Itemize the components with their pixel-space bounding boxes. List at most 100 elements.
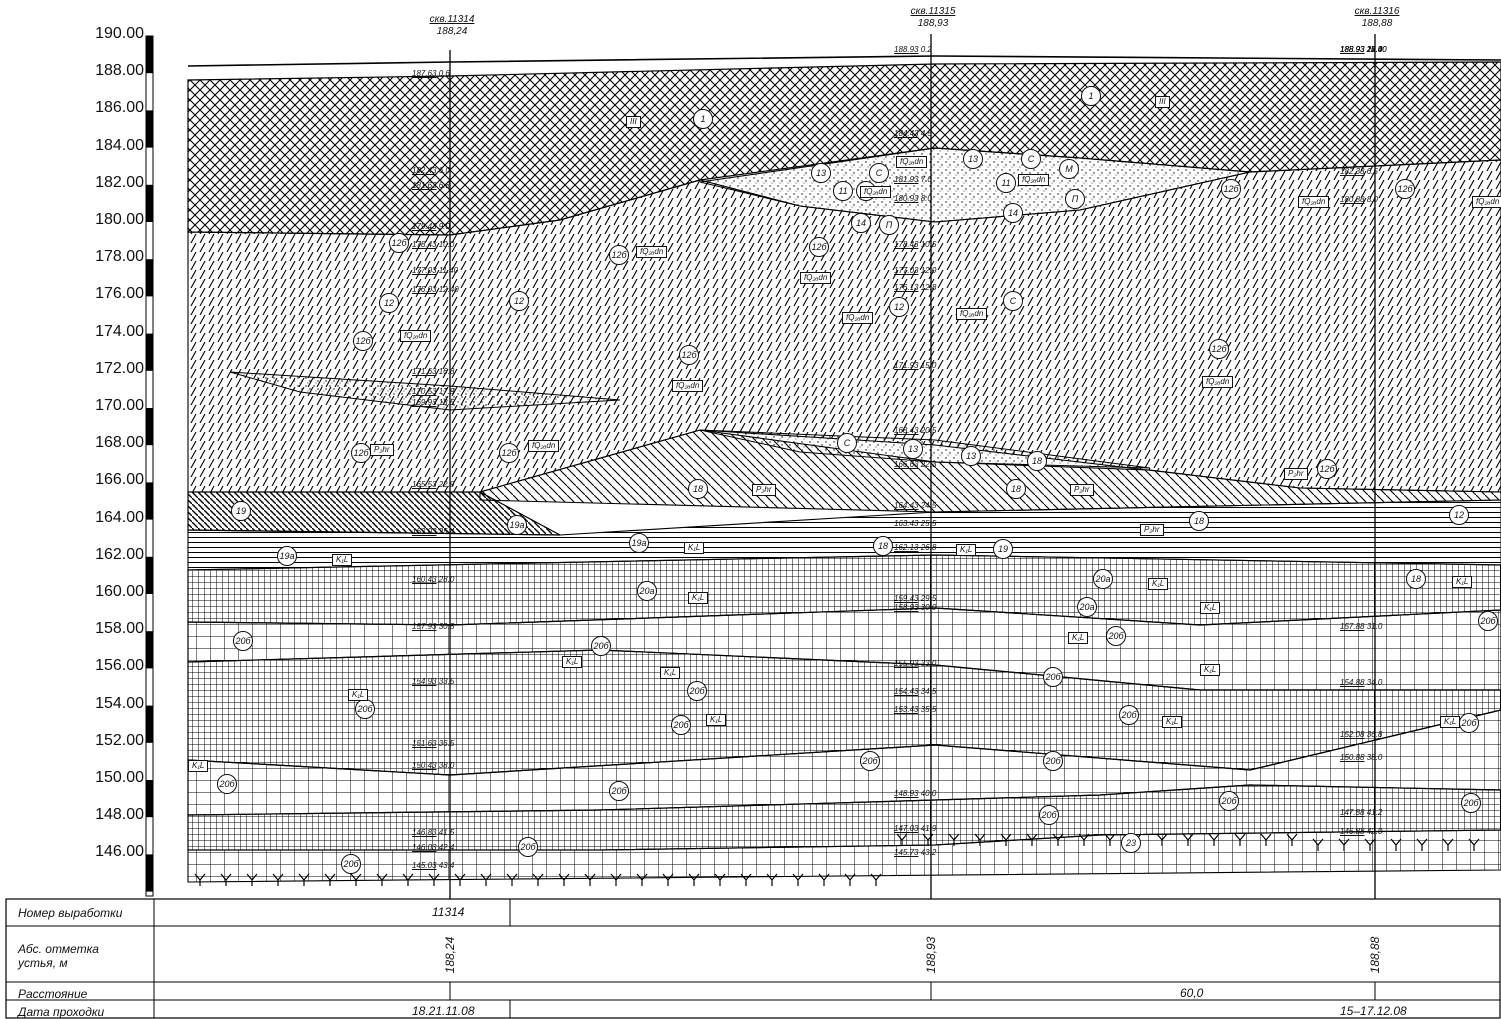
y-symbol (896, 833, 908, 846)
y-symbol (1234, 833, 1246, 846)
y-symbol (1052, 833, 1064, 846)
y-symbol (324, 873, 336, 886)
log-label: 154.93 33.5 (412, 677, 455, 687)
stratigraphic-index-box: K₁L (1068, 632, 1089, 644)
scale-block (146, 259, 153, 297)
log-label: 171.63 16.8 (412, 366, 455, 376)
date-cell-1: 18.21.11.08 (412, 1004, 475, 1018)
y-symbol (1078, 833, 1090, 846)
layer-index-circle: 11 (996, 173, 1016, 193)
elevation-label: 152.00 (95, 731, 144, 749)
y-symbol (844, 873, 856, 886)
layer-index-circle: 19а (507, 515, 527, 535)
log-label: 170.53 17.9 (412, 387, 455, 397)
y-symbol (220, 873, 232, 886)
layer-index-circle: 20б (1043, 751, 1063, 771)
layer-index-circle: 13 (961, 446, 981, 466)
log-label: 157.93 30.5 (412, 621, 455, 631)
stratigraphic-index-box: fQ₂ₐdn (400, 330, 432, 342)
layer-index-circle: 19 (993, 539, 1013, 559)
log-label: 188.93 13.30 (1340, 44, 1387, 54)
ground-surface-line (187, 55, 1501, 67)
y-symbol (974, 833, 986, 846)
log-label: 158.93 30.0 (894, 602, 937, 612)
elevation-label: 178.00 (95, 248, 144, 266)
y-symbol (1364, 838, 1376, 851)
log-label: 150.43 38.0 (412, 761, 455, 770)
log-label: 155.93 33.0 (894, 658, 937, 668)
stratigraphic-index-box: K₁L (688, 592, 709, 604)
y-symbol (1260, 833, 1272, 846)
y-symbol (454, 873, 466, 886)
distance-cell: 60,0 (1180, 986, 1204, 1000)
layer-index-circle: 20а (637, 581, 657, 601)
y-symbol (1338, 838, 1350, 851)
layer-18 (479, 429, 1501, 513)
y-symbol (480, 873, 492, 886)
layer-index-circle: 19а (629, 533, 649, 553)
y-symbol (1312, 838, 1324, 851)
log-label: 150.88 38.0 (1340, 752, 1383, 762)
y-symbol (922, 833, 934, 846)
log-label: 179.43 9.0 (412, 221, 450, 231)
borehole-header-11316: скв.11316 188,88 (1354, 6, 1400, 29)
layer-index-circle: 20б (1461, 793, 1481, 813)
log-label: 163.03 25.4 (412, 526, 455, 536)
log-label: 180.93 8.0 (894, 193, 932, 203)
stratigraphic-index-box: P₂hr (1284, 468, 1308, 480)
log-label: 171.93 15.0 (894, 361, 937, 371)
borehole-header-11314: скв.11314 188,24 (429, 14, 475, 37)
elevation-cell-3: 188,88 (1368, 936, 1382, 974)
layer-index-circle: 18 (1406, 569, 1426, 589)
stratigraphic-index-box: K₁L (1440, 716, 1461, 728)
layer-index-circle: 20б (1219, 791, 1239, 811)
log-label: 182.38 6.5 (1340, 166, 1378, 176)
y-symbol (662, 873, 674, 886)
stratigraphic-index-box: fQ₂ₐdn (528, 440, 560, 452)
log-label: 154.88 34.0 (1340, 678, 1383, 688)
elevation-label: 188.00 (95, 62, 144, 80)
layer-index-circle: 12б (389, 233, 409, 253)
row-label-elevation: Абс. отметка устья, м (18, 942, 99, 970)
y-symbol (714, 873, 726, 886)
log-label: 154.43 34.5 (894, 686, 937, 696)
stratigraphic-index-box: K₁L (1162, 716, 1183, 728)
log-label: 166.63 22.3 (894, 459, 937, 469)
layer-index-circle: 12 (1449, 505, 1469, 525)
elevation-label: 146.00 (95, 843, 144, 861)
scale-block (146, 333, 153, 371)
y-symbol (1026, 833, 1038, 846)
layer-index-circle: 1 (1081, 86, 1101, 106)
layer-index-circle: 20а (1093, 569, 1113, 589)
layer-index-circle: 19 (231, 501, 251, 521)
stratigraphic-index-box: fQ₂ₐdn (800, 272, 832, 284)
log-label: 145.03 43.4 (412, 861, 455, 871)
scale-bar (145, 35, 154, 897)
log-label: 176.03 12.40 (412, 284, 459, 294)
elevation-label: 170.00 (95, 397, 144, 414)
y-symbol (558, 873, 570, 886)
log-label: 146.88 42.0 (1340, 827, 1383, 837)
stratigraphic-index-box: fQ₂ₐdn (1202, 376, 1234, 388)
log-label: 178.43 10.0 (412, 240, 455, 250)
log-label: 188.93 0.2 (894, 44, 932, 54)
y-symbol (688, 873, 700, 886)
layer-index-circle: 12б (809, 237, 829, 257)
y-symbol (428, 873, 440, 886)
layer-index-circle: 20б (687, 681, 707, 701)
stratigraphic-index-box: P₂hr (1070, 484, 1094, 496)
y-symbol (272, 873, 284, 886)
scale-block (146, 705, 153, 743)
scale-block (146, 110, 153, 148)
log-label: 153.43 35.5 (894, 705, 937, 715)
stratigraphic-index-box: K₁L (562, 656, 583, 668)
y-symbol (792, 873, 804, 886)
log-label: 188.93 27.4 (1340, 44, 1383, 54)
layer-index-circle: 14 (1003, 203, 1023, 223)
stratigraphic-index-box: K₁L (684, 542, 705, 554)
scale-block (146, 482, 153, 520)
scale-block (146, 408, 153, 446)
layer-index-circle: 18 (1027, 451, 1047, 471)
elevation-label: 162.00 (95, 545, 144, 563)
stratigraphic-index-box: III (626, 116, 641, 128)
